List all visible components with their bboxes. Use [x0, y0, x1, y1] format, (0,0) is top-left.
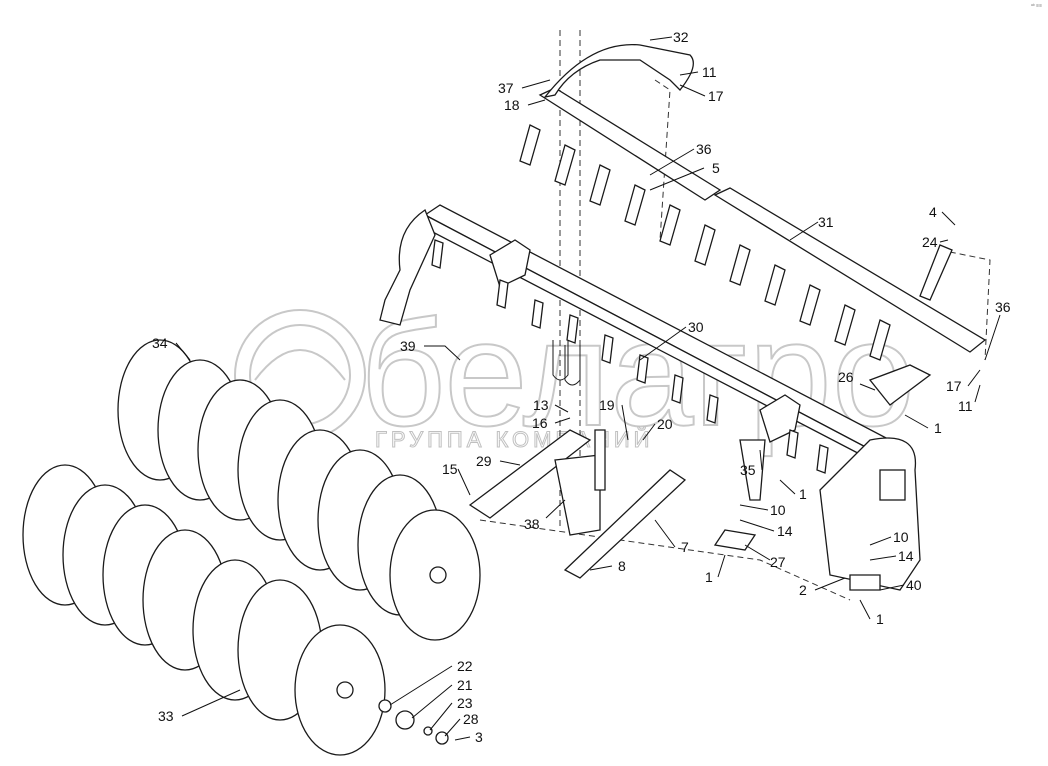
callout-17: 17 — [708, 88, 724, 104]
callout-16: 16 — [532, 415, 548, 431]
callout-8: 8 — [618, 558, 626, 574]
rear-harrow-beam — [519, 43, 987, 406]
callout-1a: 1 — [934, 420, 942, 436]
callout-2: 2 — [799, 582, 807, 598]
callout-14b: 14 — [898, 548, 914, 564]
callout-18: 18 — [504, 97, 520, 113]
callout-34: 34 — [152, 335, 168, 351]
callout-13: 13 — [533, 397, 549, 413]
leader-lines — [175, 36, 1001, 741]
callout-11: 11 — [702, 64, 717, 80]
callout-36: 36 — [696, 141, 712, 157]
corner-mark: ᵃᵇ ≡≡ — [1031, 3, 1042, 9]
front-frame-beam — [379, 204, 921, 591]
disc-gang-front — [22, 464, 449, 756]
callout-29: 29 — [476, 453, 492, 469]
callout-19: 19 — [599, 397, 615, 413]
callout-1c: 1 — [705, 569, 713, 585]
callout-35: 35 — [740, 462, 756, 478]
callout-10a: 10 — [770, 502, 786, 518]
callout-5: 5 — [712, 160, 720, 176]
callout-4: 4 — [929, 204, 937, 220]
callout-28: 28 — [463, 711, 479, 727]
callout-38: 38 — [524, 516, 540, 532]
callout-23: 23 — [457, 695, 473, 711]
callout-27: 27 — [770, 554, 786, 570]
callout-33: 33 — [158, 708, 174, 724]
callout-15: 15 — [442, 461, 458, 477]
callout-21: 21 — [457, 677, 473, 693]
disc-gang-rear — [117, 339, 481, 641]
watermark-subtitle: ГРУППА КОМПАНИЙ — [375, 427, 654, 452]
callout-3: 3 — [475, 729, 483, 745]
callout-14a: 14 — [777, 523, 793, 539]
callout-36b: 36 — [995, 299, 1011, 315]
callout-1b: 1 — [799, 486, 807, 502]
callout-7: 7 — [681, 539, 689, 555]
callout-30: 30 — [688, 319, 704, 335]
callout-32: 32 — [673, 29, 689, 45]
callout-39: 39 — [400, 338, 416, 354]
callout-1d: 1 — [876, 611, 884, 627]
callout-37: 37 — [498, 80, 514, 96]
callout-labels: 32 37 18 11 17 36 5 4 24 31 36 17 11 26 … — [152, 29, 1011, 745]
callout-31: 31 — [818, 214, 834, 230]
callout-22: 22 — [457, 658, 473, 674]
callout-20: 20 — [657, 416, 673, 432]
callout-40: 40 — [906, 577, 922, 593]
linkage-arms — [468, 429, 881, 591]
callout-10b: 10 — [893, 529, 909, 545]
callout-24: 24 — [922, 234, 938, 250]
callout-26: 26 — [838, 369, 854, 385]
callout-17b: 17 — [946, 378, 962, 394]
callout-11b: 11 — [958, 398, 973, 414]
